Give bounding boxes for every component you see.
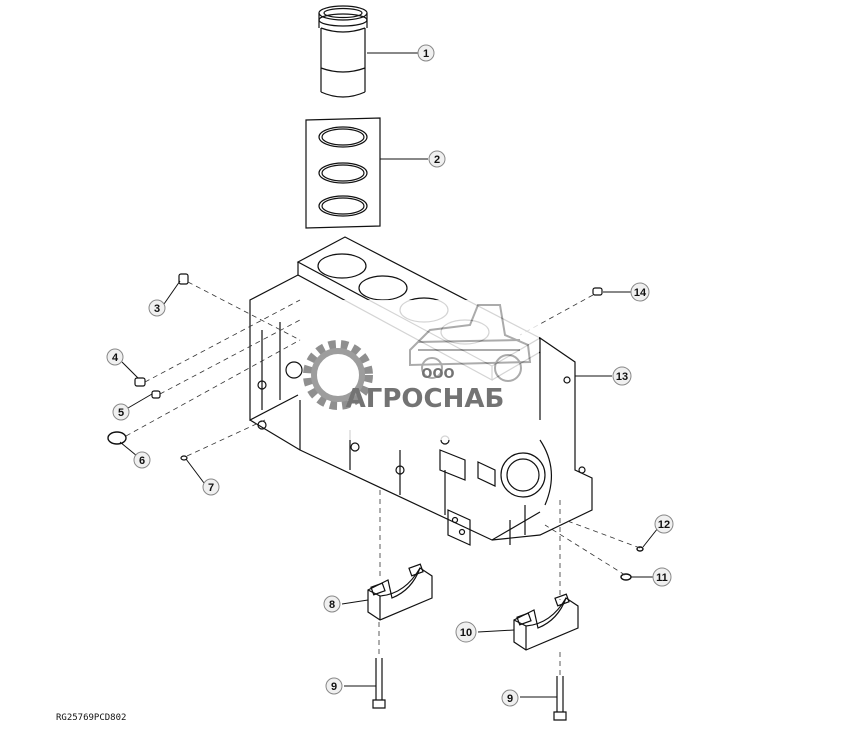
cylinder-liner bbox=[318, 5, 368, 98]
tractor-logo-icon bbox=[409, 304, 532, 382]
callout-2: 2 bbox=[428, 150, 446, 168]
svg-text:9: 9 bbox=[507, 693, 513, 705]
rear-main-bearing-cap bbox=[513, 593, 579, 651]
cap-bolt-left bbox=[372, 658, 386, 709]
o-ring-part-12 bbox=[636, 546, 644, 552]
callout-8: 8 bbox=[323, 595, 341, 613]
cap-bolt-right bbox=[553, 676, 567, 721]
watermark: ООО АГРОСНАБ bbox=[303, 300, 539, 440]
figure-id: RG25769PCD802 bbox=[56, 713, 127, 723]
watermark-company-name: АГРОСНАБ bbox=[346, 384, 505, 414]
callout-6: 6 bbox=[133, 451, 151, 469]
gear-logo-icon bbox=[303, 340, 373, 410]
plug-part-14 bbox=[592, 287, 603, 296]
plug-part-3 bbox=[178, 273, 189, 285]
callout-7: 7 bbox=[202, 478, 220, 496]
callout-3: 3 bbox=[148, 299, 166, 317]
callout-9-right: 9 bbox=[501, 689, 519, 707]
callout-11: 11 bbox=[652, 567, 672, 587]
callout-9-left: 9 bbox=[325, 677, 343, 695]
callout-5: 5 bbox=[112, 403, 130, 421]
svg-text:2: 2 bbox=[434, 154, 440, 166]
alignment-lines bbox=[125, 281, 641, 676]
svg-text:12: 12 bbox=[658, 519, 670, 531]
svg-text:8: 8 bbox=[329, 599, 335, 611]
svg-text:14: 14 bbox=[634, 287, 647, 299]
svg-text:3: 3 bbox=[154, 303, 160, 315]
leader-lines bbox=[119, 52, 659, 698]
callout-10: 10 bbox=[455, 621, 477, 643]
o-ring-part-11 bbox=[620, 573, 632, 581]
svg-text:10: 10 bbox=[460, 627, 472, 639]
ring-set bbox=[305, 117, 381, 229]
main-bearing-cap bbox=[367, 563, 433, 621]
svg-text:13: 13 bbox=[616, 371, 628, 383]
watermark-company-prefix: ООО bbox=[421, 367, 454, 382]
svg-text:6: 6 bbox=[139, 455, 145, 467]
fitting-part-5 bbox=[151, 390, 161, 399]
callout-1: 1 bbox=[417, 44, 435, 62]
fitting-part-4 bbox=[134, 377, 146, 387]
callout-14: 14 bbox=[630, 282, 650, 302]
svg-text:5: 5 bbox=[118, 407, 124, 419]
o-ring-part-6 bbox=[107, 431, 127, 445]
pin-part-7 bbox=[180, 455, 188, 461]
svg-text:11: 11 bbox=[656, 572, 668, 584]
svg-text:9: 9 bbox=[331, 681, 337, 693]
svg-text:4: 4 bbox=[112, 352, 119, 364]
svg-text:1: 1 bbox=[423, 48, 429, 60]
callout-13: 13 bbox=[612, 366, 632, 386]
svg-text:7: 7 bbox=[208, 482, 214, 494]
callout-4: 4 bbox=[106, 348, 124, 366]
callout-12: 12 bbox=[654, 514, 674, 534]
